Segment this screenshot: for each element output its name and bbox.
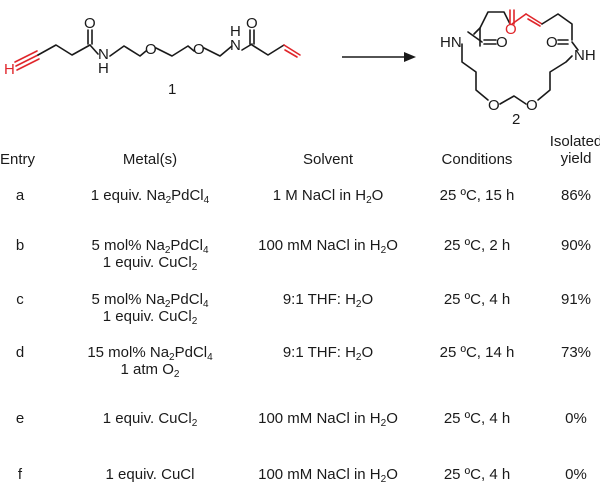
compound-1-atoms: H O N H O O N H O xyxy=(4,15,258,78)
atom-o: O xyxy=(246,15,258,32)
conditions-cell: 25 ºC, 14 h xyxy=(439,344,515,361)
yield-cell: 91% xyxy=(560,291,592,308)
yield-cell: 73% xyxy=(560,344,592,361)
conditions-cell: 25 ºC, 15 h xyxy=(439,187,515,204)
compound-2-atoms: HN O O O NH O O xyxy=(440,21,596,114)
atom-nh: NH xyxy=(574,47,596,64)
header-solvent: Solvent xyxy=(302,151,354,168)
atom-o: O xyxy=(505,21,517,38)
atom-h: H xyxy=(4,61,15,78)
enone-highlight xyxy=(509,9,543,27)
terminal-alkene xyxy=(283,44,301,58)
entry-cell: b xyxy=(15,237,25,254)
atom-n: N xyxy=(98,46,109,63)
terminal-alkyne xyxy=(14,50,40,71)
atom-o: O xyxy=(145,41,157,58)
reaction-scheme: H O N H O O N H O 1 HN O O O NH O O 2 xyxy=(4,9,596,128)
atom-o: O xyxy=(193,41,205,58)
entry-cell: d xyxy=(15,344,25,361)
atom-h: H xyxy=(98,60,109,77)
atom-hn: HN xyxy=(440,34,462,51)
compound-1-structure xyxy=(14,29,301,71)
atom-o: O xyxy=(488,97,500,114)
yield-cell: 0% xyxy=(565,466,587,483)
conditions-cell: 25 ºC, 4 h xyxy=(443,466,511,483)
header-conditions: Conditions xyxy=(441,151,513,168)
conditions-cell: 25 ºC, 4 h xyxy=(443,410,511,427)
entry-cell: c xyxy=(16,291,24,308)
metal-cell: 1 equiv. CuCl xyxy=(105,466,195,483)
header-metal: Metal(s) xyxy=(122,151,178,168)
solvent-cell: 100 mM NaCl in H2O xyxy=(258,237,398,256)
solvent-cell: 1 M NaCl in H2O xyxy=(272,187,384,206)
conditions-cell: 25 ºC, 4 h xyxy=(443,291,511,308)
metal-cell: 1 equiv. Na2PdCl4 xyxy=(90,187,210,206)
compound-2-label: 2 xyxy=(512,111,520,128)
conditions-cell: 25 ºC, 2 h xyxy=(443,237,511,254)
header-yield: Isolated yield xyxy=(549,133,600,167)
yield-cell: 0% xyxy=(565,410,587,427)
solvent-cell: 9:1 THF: H2O xyxy=(282,291,374,310)
solvent-cell: 9:1 THF: H2O xyxy=(282,344,374,363)
yield-cell: 86% xyxy=(560,187,592,204)
yield-cell: 90% xyxy=(560,237,592,254)
atom-o: O xyxy=(496,34,508,51)
reaction-arrow xyxy=(342,52,416,62)
metal-cell: 1 equiv. CuCl2 xyxy=(102,410,198,429)
atom-o: O xyxy=(546,34,558,51)
atom-h: H xyxy=(230,23,241,40)
entry-cell: e xyxy=(15,410,25,427)
atom-n: N xyxy=(230,37,241,54)
compound-2-structure xyxy=(461,9,579,105)
solvent-cell: 100 mM NaCl in H2O xyxy=(258,410,398,429)
solvent-cell: 100 mM NaCl in H2O xyxy=(258,466,398,485)
compound-1-label: 1 xyxy=(168,81,176,98)
header-entry: Entry xyxy=(0,151,36,168)
atom-o: O xyxy=(526,97,538,114)
entry-cell: f xyxy=(17,466,23,483)
entry-cell: a xyxy=(15,187,25,204)
atom-o: O xyxy=(84,15,96,32)
